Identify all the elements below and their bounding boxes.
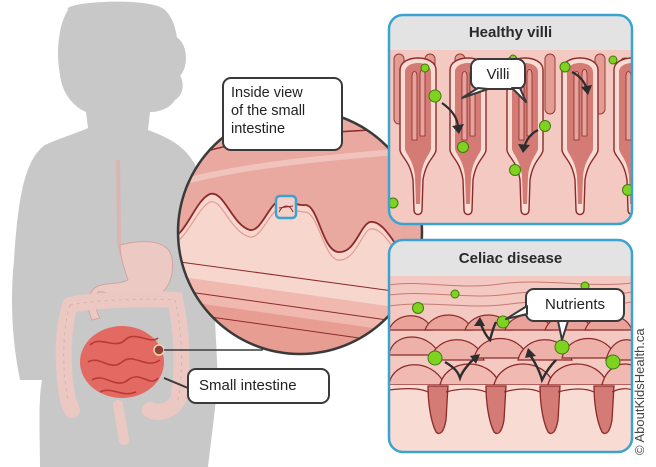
healthy-villi-title: Healthy villi — [468, 24, 553, 41]
nutrients-callout: Nutrients — [525, 288, 625, 322]
villi-callout: Villi — [470, 58, 526, 90]
small-intestine-organ — [80, 326, 164, 398]
inside-view-line-2: of the small — [231, 103, 306, 119]
inside-view-line-1: Inside view — [231, 85, 303, 101]
copyright-credit: © AboutKidsHealth.ca — [632, 328, 647, 455]
inside-view-line-3: intestine — [231, 121, 286, 137]
inside-view-callout: Inside view of the small intestine — [222, 77, 343, 151]
small-intestine-label: Small intestine — [199, 377, 297, 394]
nutrients-label: Nutrients — [544, 296, 606, 313]
celiac-disease-title: Celiac disease — [458, 250, 563, 267]
villi-label: Villi — [486, 66, 510, 83]
small-intestine-callout: Small intestine — [187, 368, 330, 404]
